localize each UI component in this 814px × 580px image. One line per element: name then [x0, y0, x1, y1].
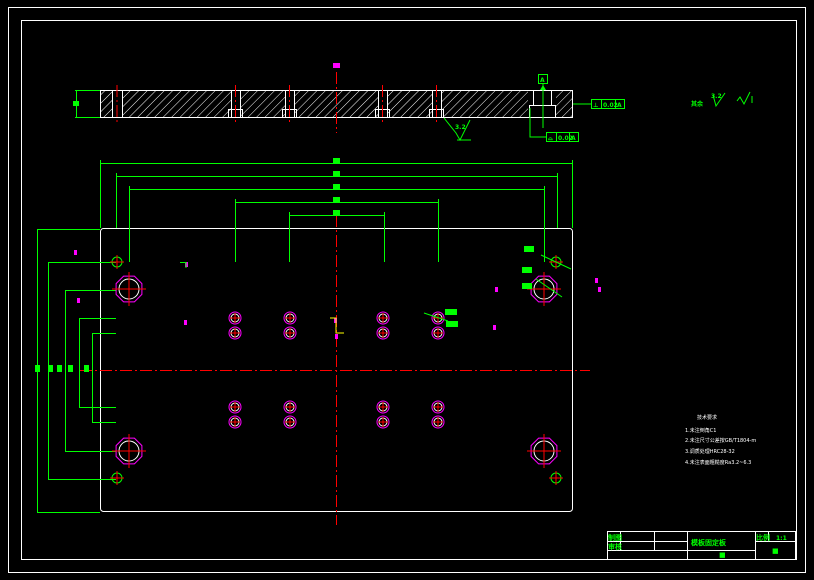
notes-heading: 技术要求 [697, 414, 717, 421]
hole-callout-leader [535, 278, 563, 298]
screw-hole-outline [283, 311, 297, 325]
note-item: 2.未注尺寸公差按GB/T1804-m [685, 437, 756, 444]
hole-callout-text [524, 246, 534, 252]
screw-hole-outline [228, 400, 242, 414]
screw-hole-outline [431, 400, 445, 414]
surface-finish-note: 其余 3.2 [691, 91, 753, 108]
scale-value: 1:1 [776, 535, 787, 542]
roughness-symbol-section: 3.2 [443, 117, 471, 142]
screw-hole-outline [283, 400, 297, 414]
dim-text [68, 365, 73, 372]
screw-hole-outline [283, 415, 297, 429]
section-marker [595, 278, 598, 283]
roughness-symbol-icon [712, 92, 726, 108]
hole-callout-leader [423, 312, 449, 322]
section-leader [330, 317, 344, 334]
screw-hole-outline [376, 400, 390, 414]
screw-hole-outline [228, 311, 242, 325]
check-roughness-icon [736, 91, 751, 106]
screw-hole-outline [283, 326, 297, 340]
outer-sheet-border [8, 7, 806, 573]
large-hole-outline [530, 437, 558, 465]
datum-label: A [540, 77, 545, 84]
title-block-checker-label: 审核 [608, 542, 622, 551]
part-name: 模板固定板 [691, 538, 727, 547]
screw-hole-outline [228, 326, 242, 340]
screw-hole-outline [228, 415, 242, 429]
technical-notes: 技术要求 1.未注倒角C1 2.未注尺寸公差按GB/T1804-m 3.调质处理… [685, 414, 756, 466]
svg-text:3.2: 3.2 [455, 124, 466, 131]
section-marker [74, 250, 77, 255]
dim-text [333, 158, 340, 164]
svg-text:⌓: ⌓ [548, 135, 553, 142]
center-marker [333, 63, 340, 68]
section-hole-bore [112, 91, 122, 117]
dim-text [333, 171, 340, 177]
dim-text-thickness [73, 101, 79, 106]
svg-text:A: A [617, 102, 622, 109]
section-marker [184, 320, 187, 325]
screw-hole-outline [431, 326, 445, 340]
section-view: A ⊥ 0.02 A ⌓ 0.02 A 3.2 [73, 63, 625, 142]
section-marker [598, 287, 601, 292]
screw-hole-outline [376, 311, 390, 325]
tolerance-frame-top: ⊥ 0.02 A [591, 99, 625, 109]
screw-hole-outline [431, 311, 445, 325]
tolerance-frame-bottom: ⌓ 0.02 A [546, 132, 579, 142]
scale-label: 比例 [756, 533, 770, 542]
tolerance-leader-bottom [529, 108, 546, 138]
section-hole-bore [231, 91, 240, 117]
datum-box [538, 74, 548, 84]
section-marker [77, 298, 80, 303]
section-marker [493, 325, 496, 330]
hole-callout-text [445, 309, 457, 315]
dim-text [57, 365, 62, 372]
dim-text [48, 365, 53, 372]
screw-hole-outline [376, 415, 390, 429]
hole-callout-leader [540, 254, 572, 270]
note-item: 4.未注表面粗糙度Ra3.2~6.3 [685, 459, 751, 466]
svg-text:3.2: 3.2 [711, 93, 722, 100]
datum-triangle [540, 85, 546, 90]
dim-text [333, 197, 340, 203]
section-hole-bore [285, 91, 294, 117]
title-block-draftsman-label: 制图 [608, 533, 622, 542]
title-block: 制图 审核 模板固定板 ■ 比例 1:1 ■ [607, 531, 796, 560]
section-marker [495, 287, 498, 292]
svg-text:A: A [571, 135, 576, 142]
dim-text [333, 184, 340, 190]
section-hole-bore [378, 91, 387, 117]
note-item: 1.未注倒角C1 [685, 427, 716, 434]
large-hole-outline [115, 437, 143, 465]
large-hole-outline [115, 275, 143, 303]
plan-view [35, 158, 601, 525]
hole-callout-text [446, 321, 458, 327]
note-item: 3.调质处理HRC28-32 [685, 448, 735, 455]
svg-text:⊥: ⊥ [593, 102, 598, 109]
svg-text:0.02: 0.02 [603, 102, 618, 109]
screw-hole-outline [376, 326, 390, 340]
section-marker [335, 334, 338, 339]
inner-sheet-border [21, 20, 797, 560]
dim-text [333, 210, 340, 216]
svg-text:0.02: 0.02 [558, 135, 573, 142]
section-hole-bore [432, 91, 441, 117]
hole-callout-text [522, 283, 532, 289]
drawing-number: ■ [719, 551, 726, 559]
sheet-mark: ■ [772, 547, 779, 555]
dim-text [84, 365, 89, 372]
screw-hole-outline [431, 415, 445, 429]
dim-text [35, 365, 40, 372]
surface-finish-label: 其余 [691, 100, 704, 108]
hole-callout-text [522, 267, 532, 273]
